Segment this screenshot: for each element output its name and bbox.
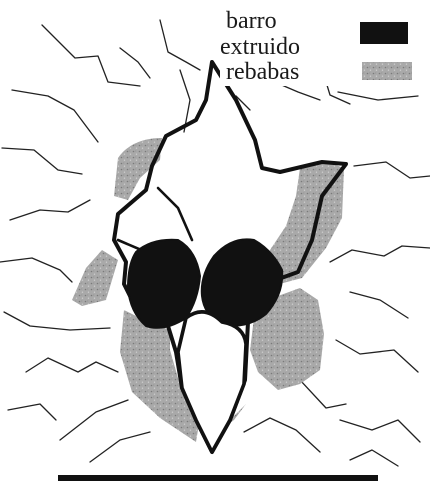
- legend-label-extruido: extruido: [220, 34, 300, 60]
- legend-swatch-barro: [360, 22, 408, 44]
- legend-label-barro: barro: [226, 8, 277, 34]
- legend: barro extruido rebabas: [220, 8, 412, 86]
- legend-swatch-rebabas: [362, 62, 412, 80]
- scale-bar: [58, 475, 378, 481]
- legend-label-rebabas: rebabas: [226, 59, 299, 85]
